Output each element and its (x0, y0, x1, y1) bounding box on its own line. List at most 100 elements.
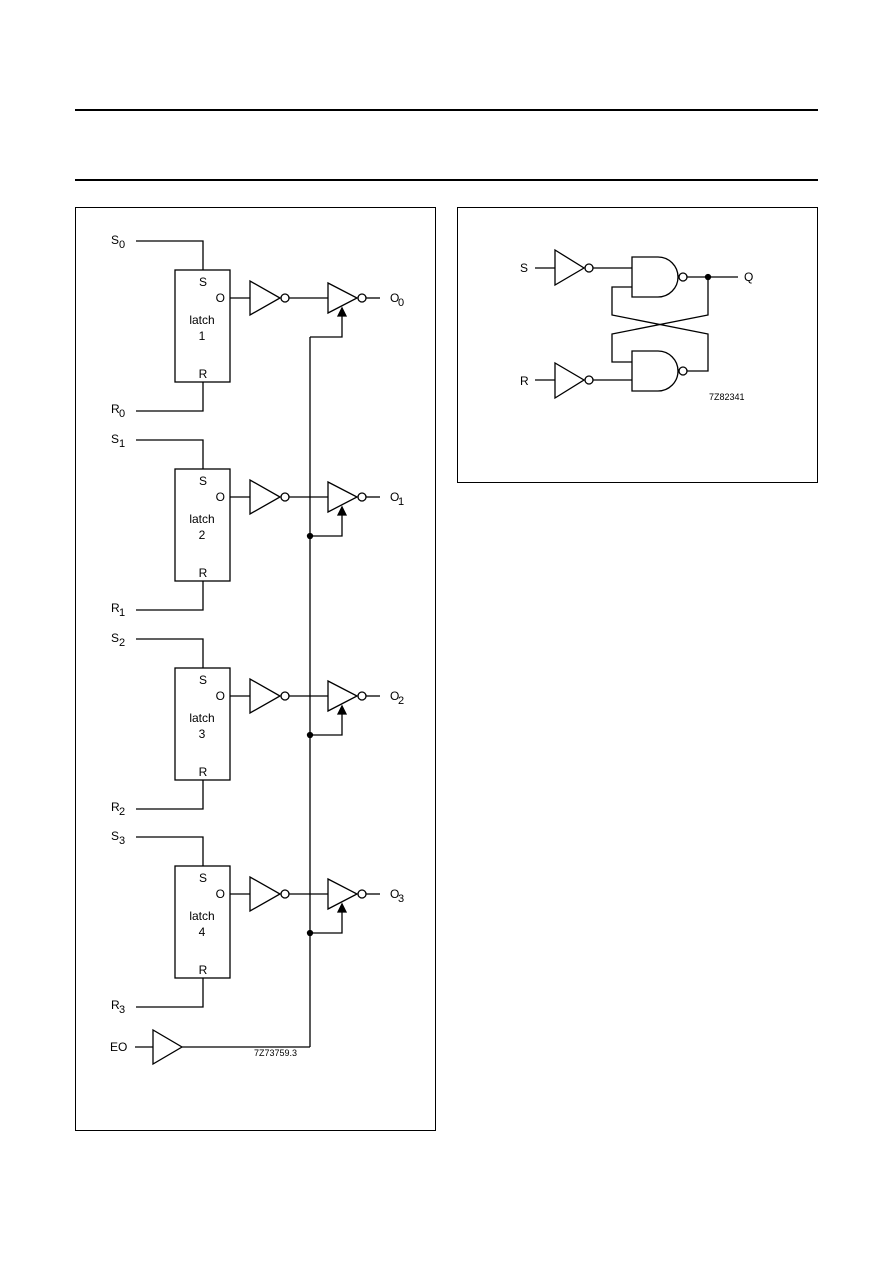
logic-diagram-frame (75, 207, 436, 1131)
output-label-letter: O (390, 887, 399, 901)
nand-gate-top (631, 256, 688, 298)
set-input-label-subscript: 1 (119, 438, 125, 450)
latch-box (174, 269, 231, 383)
latch-number: 1 (199, 329, 206, 343)
latch-reset-pin: R (199, 367, 208, 381)
latch-number: 4 (199, 925, 206, 939)
header-rule-bottom (75, 179, 818, 181)
output-label: O3 (390, 887, 404, 905)
buffer-bubble (357, 691, 367, 701)
enable-wire (310, 710, 343, 736)
figure-code-right: 7Z82341 (709, 392, 745, 402)
latch-reset-pin: R (199, 765, 208, 779)
nand-gate-body (631, 350, 679, 392)
figure-code-left: 7Z73759.3 (254, 1048, 297, 1058)
set-input-label-letter: S (111, 829, 119, 843)
tristate-buffer-triangle (327, 679, 359, 713)
latch-output-pin: O (216, 887, 225, 901)
feedback-wire-qbar (611, 286, 709, 372)
reset-input-wire (136, 978, 204, 1008)
latch-diagram-frame (457, 207, 818, 483)
latch-number: 2 (199, 528, 206, 542)
reset-input-label-subscript: 1 (119, 607, 125, 619)
q-label: Q (744, 270, 753, 284)
inverter-triangle (249, 478, 282, 516)
set-input-label-letter: S (111, 631, 119, 645)
inverter-bubble (280, 889, 290, 899)
latch-name: latch (189, 512, 214, 526)
nand-gate-bubble (678, 366, 688, 376)
set-input-wire (136, 240, 204, 270)
nand-gate-bottom (631, 350, 688, 392)
set-input-label-letter: S (111, 432, 119, 446)
latch-output-pin: O (216, 490, 225, 504)
latch-set-pin: S (199, 474, 207, 488)
latch-output-pin: O (216, 689, 225, 703)
latch-set-pin: S (199, 275, 207, 289)
reset-input-label-letter: R (111, 998, 120, 1012)
tristate-buffer-triangle (327, 281, 359, 315)
output-label-subscript: 0 (398, 297, 404, 309)
latch-set-pin: S (199, 871, 207, 885)
inverter-bubble (280, 293, 290, 303)
reset-input-label-subscript: 2 (119, 806, 125, 818)
inverter-bubble (280, 492, 290, 502)
enable-arrow (336, 902, 348, 913)
reset-input-label-letter: R (111, 601, 120, 615)
tristate-buffer-triangle (327, 480, 359, 514)
buffer-bubble (357, 293, 367, 303)
latch-name: latch (189, 909, 214, 923)
enable-wire (310, 312, 343, 338)
reset-label: R (520, 374, 529, 388)
reset-input-label-subscript: 3 (119, 1004, 125, 1016)
inverter-triangle (249, 677, 282, 715)
set-input-label-subscript: 2 (119, 637, 125, 649)
latch-name: latch (189, 711, 214, 725)
output-label-letter: O (390, 689, 399, 703)
latch-reset-pin: R (199, 963, 208, 977)
latch-name: latch (189, 313, 214, 327)
inverter-bubble (280, 691, 290, 701)
nand-gate-bubble (678, 272, 688, 282)
reset-input-label-letter: R (111, 800, 120, 814)
enable-wire (310, 511, 343, 537)
inverter-triangle (249, 875, 282, 913)
latch-box (174, 865, 231, 979)
set-inverter-triangle (554, 248, 586, 287)
latch-output-pin: O (216, 291, 225, 305)
enable-input-label: EO (110, 1040, 127, 1054)
reset-input-wire (136, 581, 204, 611)
output-label-letter: O (390, 490, 399, 504)
enable-arrow (336, 505, 348, 516)
output-label: O1 (390, 490, 404, 508)
output-label: O2 (390, 689, 404, 707)
tristate-buffer-triangle (327, 877, 359, 911)
enable-arrow (336, 306, 348, 317)
reset-input-wire (136, 382, 204, 412)
reset-input-wire (136, 780, 204, 810)
latch-number: 3 (199, 727, 206, 741)
set-input-wire (136, 836, 204, 866)
set-input-wire (136, 638, 204, 668)
output-label-subscript: 2 (398, 695, 404, 707)
latch-box (174, 468, 231, 582)
enable-input: EO (110, 1028, 310, 1066)
enable-arrow (336, 704, 348, 715)
set-input-label-letter: S (111, 233, 119, 247)
latch-reset-pin: R (199, 566, 208, 580)
output-label-subscript: 1 (398, 496, 404, 508)
buffer-bubble (357, 889, 367, 899)
